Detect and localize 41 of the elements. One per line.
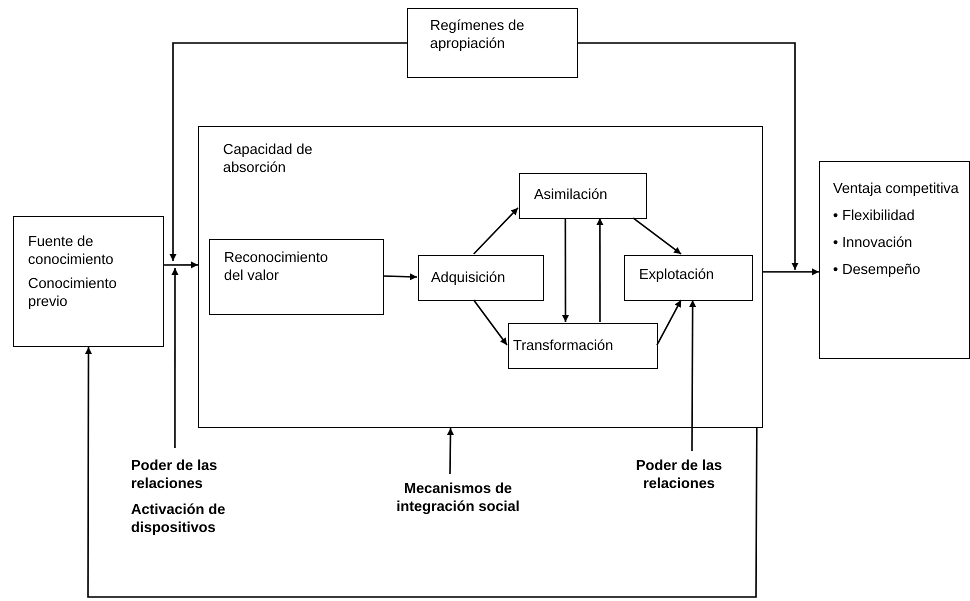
process-box xyxy=(407,8,578,78)
arrow xyxy=(578,42,798,270)
arrow xyxy=(562,218,569,322)
box-label: Explotación xyxy=(639,266,715,284)
annotation-text: Activación de dispositivos xyxy=(131,501,226,537)
process-box xyxy=(519,173,647,219)
annotation-text: Poder de las relaciones xyxy=(131,457,218,493)
box-label: • Flexibilidad xyxy=(833,207,916,225)
arrow xyxy=(84,347,758,598)
group-title: Capacidad de absorción xyxy=(223,141,314,177)
arrow xyxy=(382,273,418,280)
box-label: • Innovación xyxy=(833,234,914,252)
process-box xyxy=(819,161,970,359)
arrow xyxy=(446,428,454,474)
box-label: Adquisición xyxy=(431,269,506,287)
group-box xyxy=(198,126,763,428)
box-label: Ventaja competitiva xyxy=(833,180,960,198)
process-box xyxy=(209,239,384,315)
box-label: Reconocimiento del valor xyxy=(224,249,329,285)
arrow xyxy=(596,218,604,322)
process-box xyxy=(624,255,753,301)
process-box xyxy=(418,255,544,301)
arrow xyxy=(656,300,682,346)
arrow xyxy=(164,261,198,268)
box-label: Conocimiento previo xyxy=(28,275,118,311)
process-box xyxy=(13,216,164,347)
box-label: Regímenes de apropiación xyxy=(430,17,526,53)
arrow xyxy=(170,42,407,261)
annotation-text: Mecanismos de integración social xyxy=(395,480,521,516)
annotation-text: Poder de las relaciones xyxy=(634,457,724,493)
arrow xyxy=(632,217,682,255)
arrow xyxy=(689,300,696,451)
box-label: Fuente de conocimiento xyxy=(28,233,114,269)
arrow xyxy=(473,300,508,346)
box-label: Transformación xyxy=(513,337,614,355)
arrow xyxy=(473,207,519,255)
box-label: Asimilación xyxy=(534,186,608,204)
arrow xyxy=(172,268,178,448)
process-box xyxy=(508,323,658,369)
box-label: • Desempeño xyxy=(833,261,922,279)
arrow xyxy=(763,268,819,276)
